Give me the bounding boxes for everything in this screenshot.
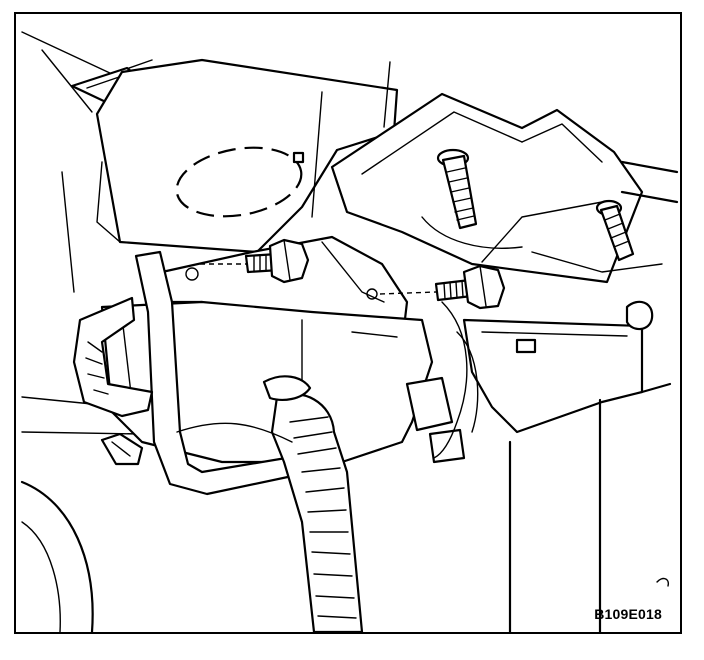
left-bodywork-lines (20, 31, 153, 632)
upper-duct-housing (70, 58, 399, 254)
threaded-stud-right (595, 199, 635, 262)
right-lower-panel (462, 300, 672, 632)
right-bracket-housing (330, 61, 679, 284)
mounting-bolt-left (200, 238, 310, 284)
electrical-connectors (100, 301, 479, 466)
bolt-right-leader (379, 291, 437, 295)
connector-lower (428, 428, 466, 464)
connector-center (405, 376, 454, 432)
corner-mark (656, 577, 670, 587)
figure-code-label: B109E018 (594, 606, 662, 622)
mechanical-illustration (20, 31, 679, 632)
wiring-harness (72, 296, 364, 632)
diagram-frame: B109E018 (14, 12, 682, 634)
small-clip (625, 300, 654, 331)
mounting-bolt-right (379, 264, 506, 310)
vent-ring (175, 146, 303, 218)
vent-tab (292, 151, 305, 164)
threaded-stud-center (436, 148, 478, 230)
